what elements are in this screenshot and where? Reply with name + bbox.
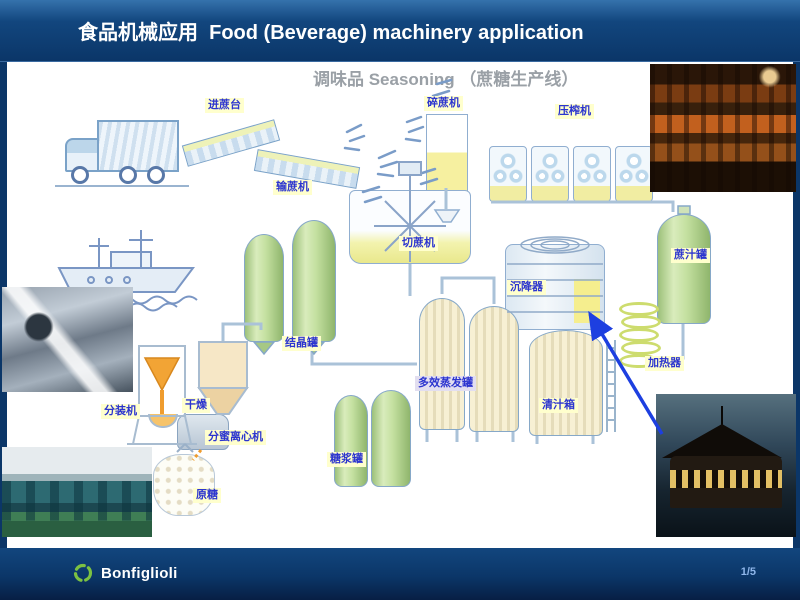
round-building [670, 456, 782, 508]
label-molasses-centrifuge: 分蜜离心机 [205, 430, 266, 445]
truck-wheel [119, 166, 137, 184]
tank-evaporator-1 [419, 298, 465, 430]
page-title: 食品机械应用 Food (Beverage) machinery applica… [78, 22, 584, 44]
logo-text: Bonfiglioli [101, 564, 178, 582]
filling-bowl [148, 414, 178, 428]
label-multi-effect-evaporator: 多效蒸发罐 [415, 376, 476, 391]
building-roof [662, 424, 782, 458]
raw-sugar-sack [153, 454, 215, 516]
label-drying: 干燥 [182, 398, 210, 413]
label-filling-machine: 分装机 [101, 404, 140, 419]
label-raw-sugar: 原糖 [193, 488, 221, 503]
tank-syrup-2 [371, 390, 411, 487]
label-cane-feeding-table: 进蔗台 [205, 98, 244, 113]
tank-clear-juice [529, 330, 603, 436]
tank-syrup-1 [334, 395, 368, 487]
label-cane-cutter: 切蔗机 [399, 236, 438, 251]
slide-footer: Bonfiglioli 1/5 [0, 548, 800, 600]
label-cane-conveyor: 输蔗机 [273, 180, 312, 195]
tank-crystallizer-1 [244, 234, 284, 342]
heater-coil-ring [621, 315, 661, 329]
diagram-subtitle: 调味品 Seasoning （蔗糖生产线） [313, 70, 579, 89]
clear-juice-ladder [606, 340, 616, 432]
label-settler: 沉降器 [507, 280, 546, 295]
press-unit [615, 146, 653, 202]
truck-wheel [147, 166, 165, 184]
photo-sugar-plant-night [656, 394, 796, 537]
label-cane-juice-tank: 蔗汁罐 [671, 248, 710, 263]
slide-header: 食品机械应用 Food (Beverage) machinery applica… [0, 0, 800, 62]
label-syrup-tank: 糖浆罐 [327, 452, 366, 467]
press-unit [531, 146, 569, 202]
photo-centrifuge-workshop [2, 447, 152, 537]
tank-evaporator-2 [469, 306, 519, 432]
label-heater: 加热器 [645, 356, 684, 371]
page-indicator: 1/5 [740, 566, 756, 578]
building-antenna [721, 406, 723, 426]
label-clear-juice-tank: 清汁箱 [539, 398, 578, 413]
cane-cutter-vessel [349, 190, 471, 264]
logo-bonfiglioli: Bonfiglioli [72, 562, 178, 584]
truck-cane-cargo [97, 120, 179, 172]
press-unit [573, 146, 611, 202]
heater-coil-ring [619, 302, 659, 316]
photo-machine-detail [2, 287, 133, 392]
heater-coil-ring [619, 328, 659, 342]
tank-crystallizer-2 [292, 220, 336, 342]
press-unit [489, 146, 527, 202]
heater-coil-ring [621, 341, 661, 355]
photo-sugar-mill-press [650, 64, 796, 192]
label-cane-crusher: 碎蔗机 [424, 96, 463, 111]
label-crystallizer: 结晶罐 [282, 336, 321, 351]
tank-cane-juice [657, 214, 711, 324]
truck-wheel [71, 166, 89, 184]
label-press: 压榨机 [555, 104, 594, 119]
bonfiglioli-logo-icon [73, 563, 93, 583]
settler-juice-layer [574, 279, 600, 323]
